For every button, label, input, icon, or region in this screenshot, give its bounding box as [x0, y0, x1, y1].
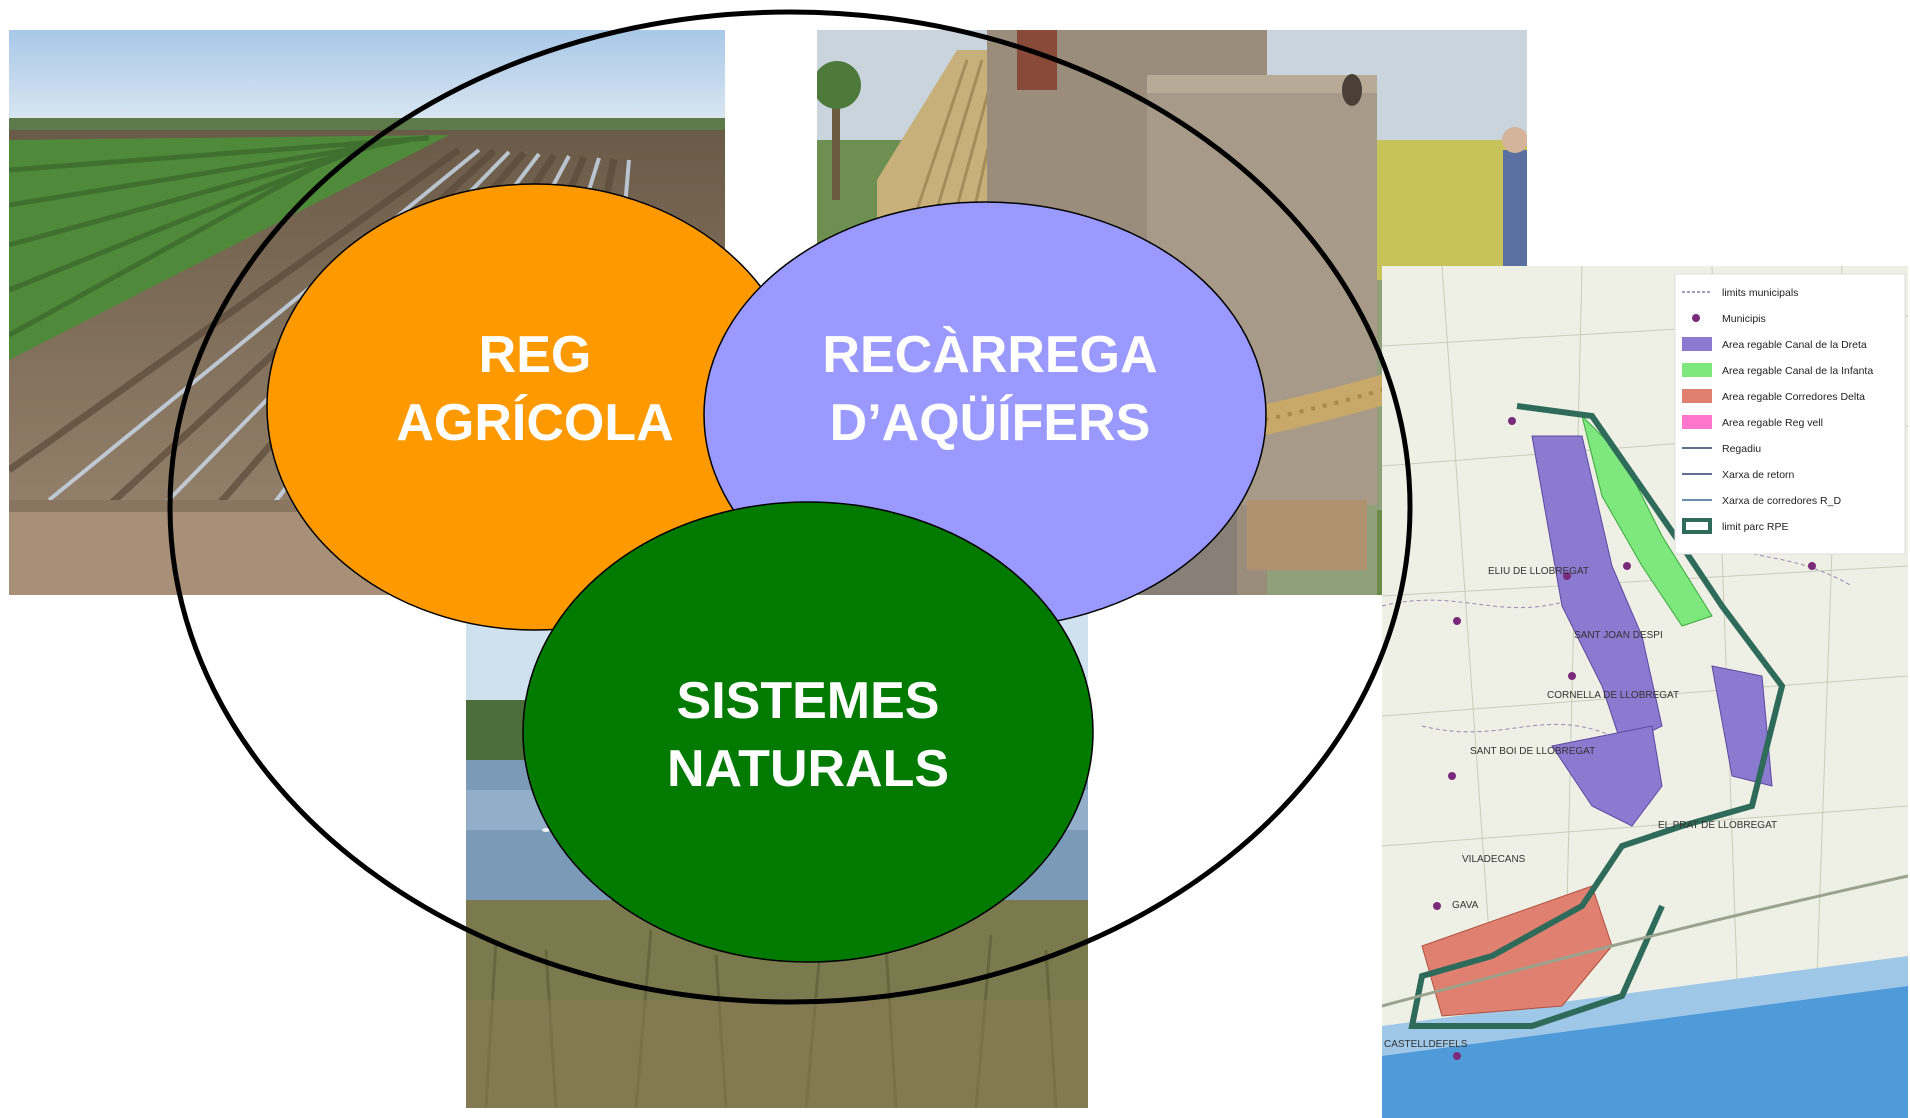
map-place-label: SANT BOI DE LLOBREGAT	[1470, 746, 1595, 757]
recarrega-aquifers-label-line2: D’AQÜÍFERS	[830, 394, 1151, 452]
map-place-label: EL PRAT DE LLOBREGAT	[1658, 820, 1777, 831]
legend-symbol	[1682, 415, 1712, 429]
outer-ellipse	[167, 9, 1413, 1005]
map-place-label: GAVA	[1452, 900, 1479, 911]
legend-label: Area regable Corredores Delta	[1722, 391, 1865, 403]
legend-label: limits municipals	[1722, 287, 1798, 299]
recarrega-aquifers-label-line1: RECÀRREGA	[822, 326, 1157, 384]
sistemes-naturals-label-line1: SISTEMES	[677, 672, 940, 730]
legend-symbol	[1692, 314, 1700, 322]
legend-symbol	[1682, 389, 1712, 403]
map-place-label: CORNELLA DE LLOBREGAT	[1547, 690, 1679, 701]
legend-label: Area regable Canal de la Dreta	[1722, 339, 1867, 351]
sistemes-naturals-label-line2: NATURALS	[667, 740, 949, 798]
map-place-label: VILADECANS	[1462, 854, 1526, 865]
map-place-label: ELIU DE LLOBREGAT	[1488, 566, 1589, 577]
legend-label: Xarxa de corredores R_D	[1722, 495, 1841, 507]
legend-label: Municipis	[1722, 313, 1766, 325]
legend-label: Area regable Canal de la Infanta	[1722, 365, 1873, 377]
irrigation-area-map: ELIU DE LLOBREGAT SANT JOAN DESPI CORNEL…	[1382, 266, 1908, 1118]
legend-label: Regadiu	[1722, 443, 1761, 455]
legend-label: Xarxa de retorn	[1722, 469, 1795, 481]
legend-label: limit parc RPE	[1722, 521, 1789, 533]
legend-symbol	[1682, 363, 1712, 377]
map-place-label: SANT JOAN DESPI	[1574, 630, 1663, 641]
legend-label: Area regable Reg vell	[1722, 417, 1823, 429]
map-place-label: CASTELLDEFELS	[1384, 1039, 1468, 1050]
sistemes-naturals-circle	[522, 501, 1094, 963]
reg-agricola-label-line2: AGRÍCOLA	[396, 394, 673, 452]
legend-symbol	[1682, 337, 1712, 351]
legend-symbol	[1682, 518, 1712, 534]
reg-agricola-label-line1: REG	[479, 326, 592, 384]
